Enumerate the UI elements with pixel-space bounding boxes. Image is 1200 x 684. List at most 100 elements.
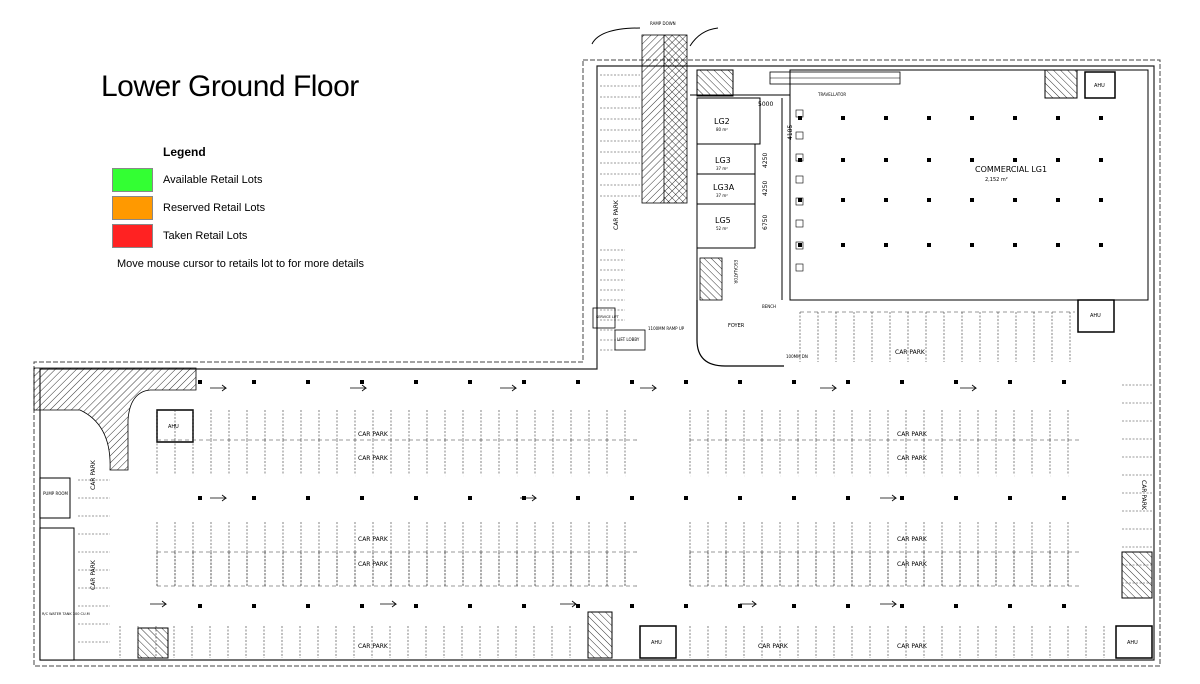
commercial-lg1-room[interactable]: [789, 69, 1149, 301]
structural-column: [1099, 116, 1103, 120]
structural-column: [684, 604, 688, 608]
structural-column: [900, 380, 904, 384]
structural-column: [884, 116, 888, 120]
traffic-arrow: [820, 384, 838, 392]
legend-swatch-taken: [112, 224, 153, 248]
structural-column: [360, 496, 364, 500]
entry-ramp-curve: [591, 27, 641, 45]
car-park-label: CAR PARK: [613, 199, 620, 230]
structural-column: [414, 380, 418, 384]
structural-column: [841, 116, 845, 120]
structural-column: [1099, 198, 1103, 202]
stair-5: [1121, 551, 1153, 599]
traffic-arrow: [880, 494, 898, 502]
car-park-label: CAR PARK: [358, 561, 389, 568]
stair-3: [137, 627, 169, 659]
legend-swatch-reserved: [112, 196, 153, 220]
ahu-label-3: AHU: [1094, 83, 1105, 89]
structural-column: [1008, 496, 1012, 500]
structural-column: [1056, 198, 1060, 202]
foyer-curve: [696, 300, 784, 367]
legend-label-reserved: Reserved Retail Lots: [163, 202, 266, 214]
structural-column: [927, 116, 931, 120]
lot-lg3a-label: LG3A: [713, 183, 735, 192]
structural-column: [252, 604, 256, 608]
traffic-arrow: [380, 600, 398, 608]
lot-lg3-label: LG3: [715, 156, 731, 165]
ahu-room-2: [1077, 299, 1115, 333]
structural-column: [198, 380, 202, 384]
ahu-label-1: AHU: [168, 424, 179, 430]
structural-column: [1056, 116, 1060, 120]
traffic-arrow: [210, 384, 228, 392]
traffic-arrow: [520, 494, 538, 502]
lot-lg2[interactable]: [696, 97, 761, 145]
structural-column: [1008, 604, 1012, 608]
structural-column: [970, 158, 974, 162]
escalator: [699, 257, 723, 301]
structural-column: [841, 198, 845, 202]
page-title: Lower Ground Floor: [101, 70, 359, 103]
structural-column: [884, 198, 888, 202]
lot-lg5[interactable]: [696, 203, 756, 249]
legend-label-available: Available Retail Lots: [163, 174, 263, 186]
ahu-room-3: [1084, 71, 1116, 99]
car-park-label: CAR PARK: [358, 536, 389, 543]
car-park-label: CAR PARK: [358, 643, 389, 650]
structural-column: [1062, 380, 1066, 384]
structural-column: [630, 496, 634, 500]
traffic-arrow: [880, 600, 898, 608]
structural-column: [1062, 604, 1066, 608]
legend-title: Legend: [163, 145, 206, 159]
column-marker: [795, 219, 804, 228]
structural-column: [1056, 158, 1060, 162]
parking-layout: [78, 74, 1152, 658]
stair-2: [1044, 69, 1078, 99]
dimension-1: 5000: [758, 101, 773, 108]
lot-lg2-area: 80 m²: [716, 127, 728, 132]
structural-column: [522, 604, 526, 608]
ahu-room-5: [1115, 625, 1153, 659]
structural-column: [900, 604, 904, 608]
traffic-arrow: [560, 600, 578, 608]
car-park-label: CAR PARK: [90, 559, 97, 590]
commercial-lg1-area: 2,152 m²: [985, 177, 1008, 183]
lot-lg3-area: 37 m²: [716, 166, 728, 171]
column-marker: [795, 197, 804, 206]
structural-column: [360, 380, 364, 384]
structural-column: [522, 380, 526, 384]
car-park-label: CAR PARK: [897, 561, 928, 568]
structural-column: [927, 198, 931, 202]
structural-column: [576, 604, 580, 608]
traffic-arrow: [500, 384, 518, 392]
basement-ramp: [33, 367, 197, 471]
car-park-label: CAR PARK: [897, 536, 928, 543]
dimension-4: 4250: [762, 181, 769, 196]
structural-column: [927, 243, 931, 247]
traffic-arrow: [210, 494, 228, 502]
foyer-label: FOYER: [728, 323, 745, 329]
structural-column: [468, 604, 472, 608]
lot-lg2-label: LG2: [714, 117, 730, 126]
legend-item-reserved: Reserved Retail Lots: [112, 196, 265, 220]
service-lift: [592, 307, 616, 329]
lot-lg3[interactable]: [696, 143, 756, 175]
structural-column: [798, 116, 802, 120]
building-outline: [33, 59, 1161, 667]
structural-column: [1013, 158, 1017, 162]
structural-column: [1099, 243, 1103, 247]
pump-room-label: PUMP ROOM: [43, 491, 69, 496]
car-park-label: CAR PARK: [897, 643, 928, 650]
traffic-arrow: [350, 384, 368, 392]
structural-column: [841, 243, 845, 247]
traffic-arrow: [740, 600, 758, 608]
lift-lobby-label: LIFT LOBBY: [617, 337, 640, 342]
structural-column: [468, 496, 472, 500]
structural-column: [798, 243, 802, 247]
structural-column: [1062, 496, 1066, 500]
structural-column: [360, 604, 364, 608]
dimension-3: 4250: [762, 153, 769, 168]
structural-column: [198, 604, 202, 608]
structural-column: [1013, 243, 1017, 247]
structural-column: [970, 198, 974, 202]
